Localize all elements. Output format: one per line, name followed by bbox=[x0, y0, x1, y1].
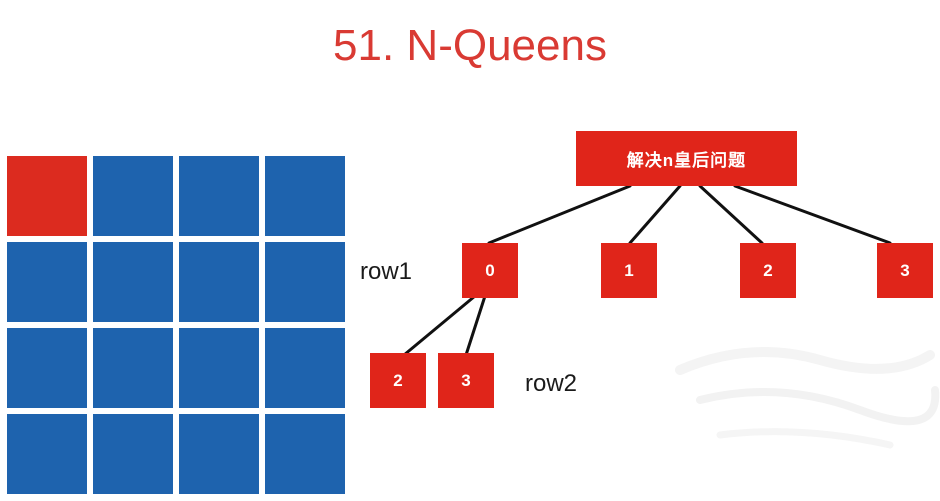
row2-label: row2 bbox=[525, 370, 578, 397]
row2-node-3: 3 bbox=[438, 353, 494, 408]
board-cell bbox=[265, 242, 345, 322]
board-cell bbox=[93, 242, 173, 322]
board-cell bbox=[179, 242, 259, 322]
board-cell bbox=[7, 414, 87, 494]
edge-root-to-1 bbox=[628, 184, 682, 245]
row2-node-2: 2 bbox=[370, 353, 426, 408]
board-cell bbox=[93, 156, 173, 236]
board-cell bbox=[265, 156, 345, 236]
chessboard bbox=[7, 156, 347, 501]
row1-node-1: 1 bbox=[601, 243, 657, 298]
eraser-smudge bbox=[675, 347, 940, 449]
row1-node-0: 0 bbox=[462, 243, 518, 298]
board-cell bbox=[93, 414, 173, 494]
board-cell bbox=[179, 414, 259, 494]
board-cell bbox=[179, 328, 259, 408]
edge-root-to-2 bbox=[698, 184, 764, 245]
board-cell bbox=[265, 328, 345, 408]
edge-0-to-2 bbox=[402, 294, 477, 357]
board-cell bbox=[265, 414, 345, 494]
board-cell-queen bbox=[7, 156, 87, 236]
board-cell bbox=[7, 242, 87, 322]
edge-root-to-0 bbox=[487, 184, 632, 245]
tree-root-node: 解决n皇后问题 bbox=[576, 131, 797, 186]
board-cell bbox=[93, 328, 173, 408]
row1-label: row1 bbox=[360, 258, 413, 285]
edge-0-to-3 bbox=[464, 294, 487, 357]
slide-title: 51. N-Queens bbox=[333, 21, 607, 70]
row1-node-2: 2 bbox=[740, 243, 796, 298]
board-cell bbox=[179, 156, 259, 236]
row1-node-3: 3 bbox=[877, 243, 933, 298]
edge-root-to-3 bbox=[733, 184, 892, 245]
board-cell bbox=[7, 328, 87, 408]
